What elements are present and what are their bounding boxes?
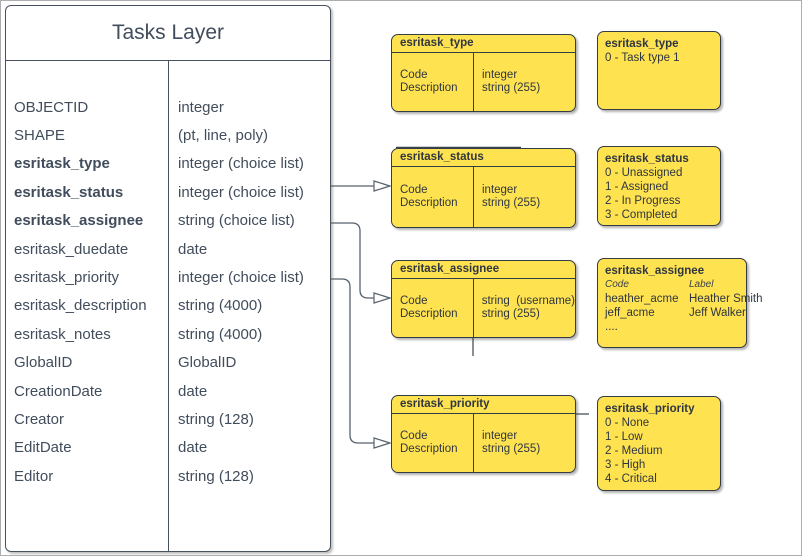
domain-table-esritask-type: esritask_type Code Description integer s…: [391, 34, 576, 112]
field-row-objectid: OBJECTID integer: [14, 98, 224, 116]
field-row-shape: SHAPE (pt, line, poly): [14, 127, 269, 145]
assignee-label-column-header: Label: [689, 279, 714, 290]
field-row-esritask-assignee: esritask_assignee string (choice list): [14, 212, 295, 230]
assignee-more-ellipsis: ....: [605, 321, 618, 333]
field-row-esritask-priority: esritask_priority integer (choice list): [14, 269, 304, 287]
tasks-layer-field-list: OBJECTID integer SHAPE (pt, line, poly) …: [6, 61, 330, 551]
connector-status: [331, 180, 393, 192]
field-row-editor: Editor string (128): [14, 467, 254, 485]
field-row-esritask-duedate: esritask_duedate date: [14, 240, 208, 258]
field-row-creationdate: CreationDate date: [14, 382, 208, 400]
domain-table-esritask-priority: esritask_priority Code Description integ…: [391, 395, 576, 473]
tasks-layer-table: Tasks Layer OBJECTID integer SHAPE (pt, …: [5, 5, 331, 552]
value-list-esritask-status: esritask_status 0 - Unassigned 1 - Assig…: [597, 146, 721, 226]
value-list-esritask-priority: esritask_priority 0 - None 1 - Low 2 - M…: [597, 396, 721, 491]
field-row-esritask-notes: esritask_notes string (4000): [14, 325, 263, 343]
field-row-creator: Creator string (128): [14, 410, 254, 428]
column-divider: [168, 61, 169, 551]
domain-table-esritask-assignee: esritask_assignee Code Description strin…: [391, 260, 576, 338]
domain-table-esritask-status: esritask_status Code Description integer…: [391, 148, 576, 228]
tasks-layer-title: Tasks Layer: [6, 6, 330, 61]
value-list-esritask-type: esritask_type 0 - Task type 1: [597, 31, 721, 110]
field-row-esritask-description: esritask_description string (4000): [14, 297, 263, 315]
value-list-esritask-assignee: esritask_assignee Code Label heather_acm…: [597, 258, 763, 348]
assignee-code-column-header: Code: [605, 279, 629, 290]
field-row-globalid: GlobalID GlobalID: [14, 354, 237, 372]
connector-priority: [331, 278, 393, 449]
field-row-esritask-status: esritask_status integer (choice list): [14, 183, 304, 201]
field-row-editdate: EditDate date: [14, 439, 208, 457]
field-row-esritask-type: esritask_type integer (choice list): [14, 155, 304, 173]
connector-assignee: [331, 222, 393, 304]
